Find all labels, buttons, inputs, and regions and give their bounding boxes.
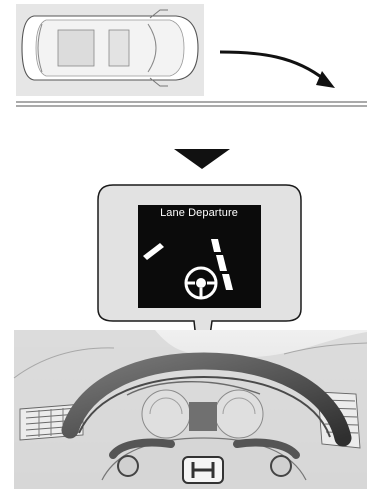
sunroof-rear	[109, 30, 129, 66]
curved-arrow-icon	[220, 52, 335, 88]
display-location-indicator	[189, 402, 217, 431]
suv-top-view-icon	[22, 10, 198, 86]
lane-departure-message: Lane Departure	[138, 206, 260, 220]
h-logo-icon	[183, 457, 223, 483]
vehicle-lane-illustration	[16, 4, 367, 106]
down-triangle-icon	[174, 149, 230, 169]
dashboard-illustration	[14, 330, 367, 489]
sunroof-front	[58, 30, 94, 66]
